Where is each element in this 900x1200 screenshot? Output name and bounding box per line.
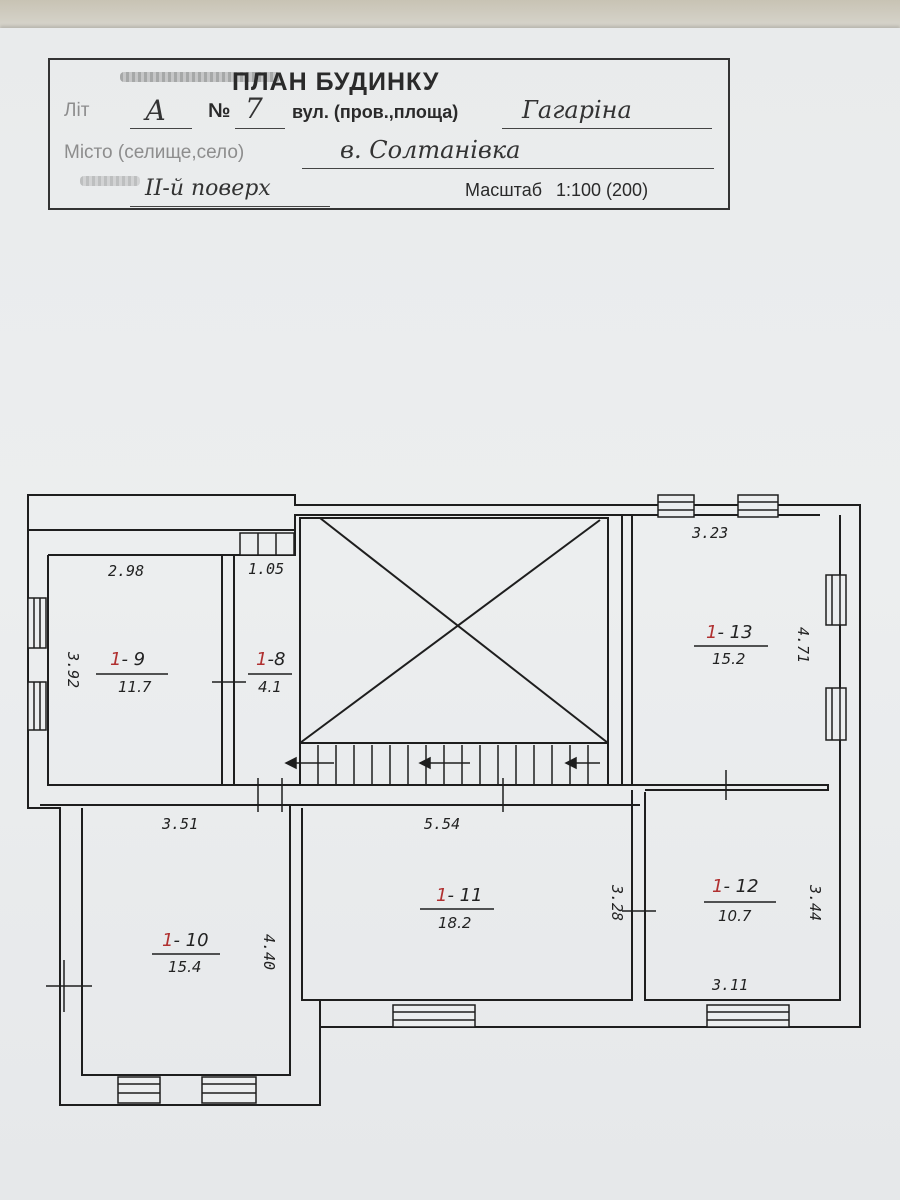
outer-wall bbox=[27, 494, 861, 1106]
room-number: - 12 bbox=[723, 876, 758, 897]
svg-text:1- 10: 1- 10 bbox=[162, 930, 209, 951]
room-1-10: 1- 10 15.4 bbox=[152, 930, 220, 976]
underline bbox=[130, 128, 192, 129]
smudge bbox=[120, 72, 280, 82]
wall-line bbox=[644, 792, 838, 1001]
room-number: - 11 bbox=[447, 885, 482, 906]
dimension-label: 5.54 bbox=[424, 815, 460, 833]
street-value: Гагаріна bbox=[522, 96, 632, 124]
underline bbox=[502, 128, 712, 129]
scale-value: 1:100 (200) bbox=[556, 180, 649, 200]
door-marks bbox=[46, 681, 727, 1012]
wall-line bbox=[48, 514, 820, 556]
room-area: 4.1 bbox=[258, 678, 282, 696]
wall-line bbox=[47, 555, 632, 786]
underline bbox=[235, 128, 285, 129]
stair-arrows bbox=[284, 756, 600, 770]
svg-text:1- 12: 1- 12 bbox=[712, 876, 759, 897]
room-prefix: 1 bbox=[712, 876, 723, 897]
room-1-12: 1- 12 10.7 bbox=[704, 876, 776, 925]
dimension-label: 1.05 bbox=[248, 560, 284, 578]
city-value: в. Солтанівка bbox=[340, 136, 521, 164]
dimension-label: 3.23 bbox=[691, 524, 728, 542]
wall-line bbox=[81, 805, 291, 1076]
dimension-label: 3.51 bbox=[161, 815, 198, 833]
underline bbox=[302, 168, 714, 169]
room-1-8: 1-8 4.1 bbox=[248, 649, 292, 696]
stair-treads bbox=[317, 745, 589, 785]
plan-title: ПЛАН БУДИНКУ bbox=[232, 68, 440, 96]
void-cross bbox=[319, 517, 609, 744]
street-label: вул. (пров.,площа) bbox=[292, 102, 459, 122]
svg-text:1-8: 1-8 bbox=[256, 649, 285, 670]
void-cross bbox=[299, 519, 601, 744]
dimension-label: 2.98 bbox=[108, 562, 144, 580]
room-number: - 9 bbox=[121, 649, 145, 670]
wall-line bbox=[632, 784, 829, 791]
wall-line bbox=[301, 790, 633, 1001]
room-1-11: 1- 11 18.2 bbox=[420, 885, 494, 932]
room-prefix: 1 bbox=[162, 930, 173, 951]
city-label: Місто (селище,село) bbox=[64, 142, 245, 163]
dimension-label: 4.40 bbox=[260, 934, 278, 970]
scale-label: Масштаб bbox=[465, 180, 543, 200]
smudge bbox=[80, 176, 140, 186]
room-number: - 13 bbox=[717, 622, 752, 643]
stair-void bbox=[299, 517, 609, 744]
windows bbox=[27, 494, 847, 1104]
room-prefix: 1 bbox=[110, 649, 121, 670]
room-area: 18.2 bbox=[438, 914, 471, 932]
background-folder bbox=[0, 0, 900, 30]
room-prefix: 1 bbox=[436, 885, 447, 906]
dimension-label: 4.71 bbox=[794, 627, 812, 663]
room-area: 11.7 bbox=[118, 678, 152, 696]
lit-value: А bbox=[145, 94, 167, 127]
room-area: 10.7 bbox=[718, 907, 752, 925]
room-area: 15.2 bbox=[712, 650, 745, 668]
room-area: 15.4 bbox=[168, 958, 201, 976]
lit-label: Літ bbox=[64, 100, 90, 121]
dimension-label: 3.28 bbox=[608, 884, 626, 921]
svg-text:1- 11: 1- 11 bbox=[436, 885, 483, 906]
header-stamp: ПЛАН БУДИНКУ Літ А № 7 вул. (пров.,площа… bbox=[48, 58, 730, 210]
room-1-13: 1- 13 15.2 bbox=[694, 622, 768, 668]
room-1-9: 1- 9 11.7 bbox=[96, 649, 168, 696]
svg-text:1- 9: 1- 9 bbox=[110, 649, 145, 670]
room-number: - 10 bbox=[173, 930, 208, 951]
dimension-label: 3.92 bbox=[64, 651, 82, 688]
room-prefix: 1 bbox=[706, 622, 717, 643]
underline bbox=[130, 206, 330, 207]
svg-text:1- 13: 1- 13 bbox=[706, 622, 753, 643]
number-label: № bbox=[208, 100, 231, 122]
room-prefix: 1 bbox=[256, 649, 267, 670]
room-number: -8 bbox=[267, 649, 285, 670]
dimension-label: 3.11 bbox=[711, 976, 748, 994]
floor-value: ІІ-й поверх bbox=[145, 176, 271, 201]
dimension-label: 3.44 bbox=[806, 884, 824, 921]
wall-line bbox=[838, 515, 841, 1001]
number-value: 7 bbox=[245, 92, 263, 125]
